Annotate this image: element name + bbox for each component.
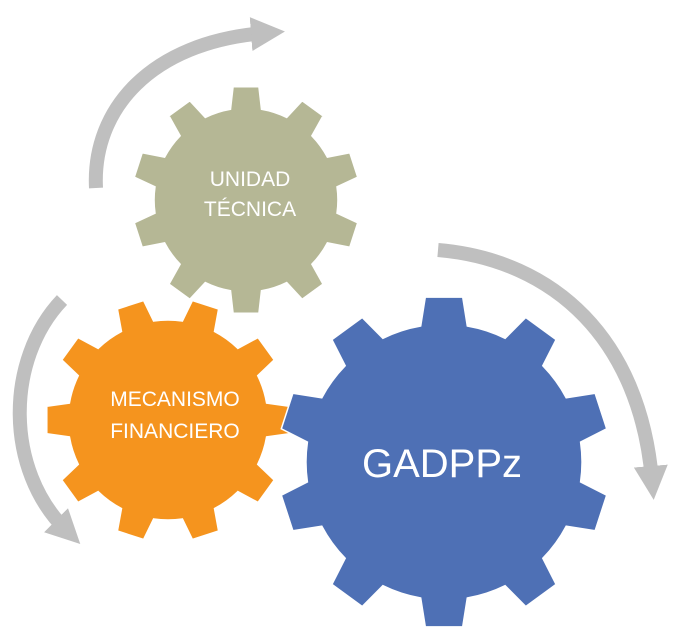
gear-label-unidad-line2: TÉCNICA [204, 198, 296, 221]
cycle-arrow-left [12, 295, 81, 545]
cycle-arrow-right [437, 243, 668, 500]
cycle-arrow-top [88, 17, 285, 189]
gear-label-gadppz: GADPPz [362, 442, 522, 486]
gear-unidad-tecnica [133, 85, 359, 315]
gear-gadppz [280, 296, 608, 628]
gear-label-mecanismo-line1: MECANISMO [110, 388, 240, 411]
gear-label-unidad-line1: UNIDAD [210, 168, 291, 191]
gear-label-mecanismo-line2: FINANCIERO [110, 420, 240, 443]
gear-mecanismo-financiero [46, 299, 290, 541]
